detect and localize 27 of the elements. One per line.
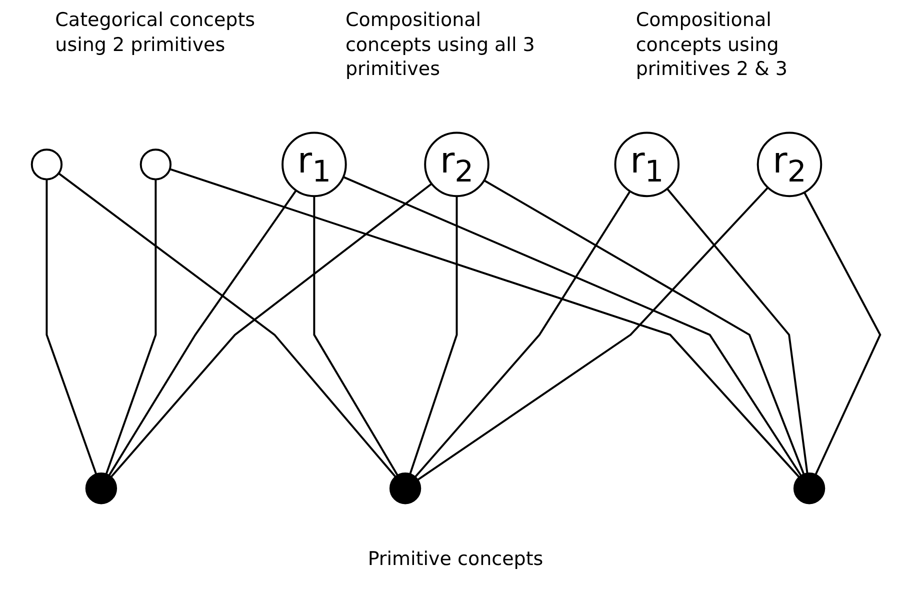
connector: [416, 186, 768, 481]
connector: [110, 182, 432, 478]
connector: [168, 168, 800, 478]
connector: [802, 192, 881, 476]
node-circle: r$_{1}$: [281, 132, 346, 198]
connector: [342, 176, 802, 476]
node-circle: r$_{2}$: [424, 132, 489, 198]
node-circle: r$_{1}$: [614, 132, 680, 198]
node-circle: [792, 472, 825, 504]
connector: [45, 179, 97, 475]
node-circle: [139, 148, 172, 180]
group-heading: Compositional concepts using all 3 primitives: [345, 8, 536, 82]
row-label: Primitive concepts: [368, 548, 544, 570]
node-circle: [388, 472, 421, 504]
connector: [104, 179, 156, 475]
node-circle: [84, 472, 117, 504]
connector: [666, 188, 808, 474]
connector: [483, 180, 804, 475]
connector: [312, 196, 398, 476]
connector: [414, 190, 630, 478]
group-heading: Categorical concepts using 2 primitives: [55, 8, 256, 58]
node-circle: r$_{2}$: [756, 132, 822, 198]
connector: [58, 172, 396, 478]
node-circle: [30, 148, 62, 180]
connector: [108, 190, 296, 476]
group-heading: Compositional concepts using primitives 2 & 3: [636, 8, 788, 82]
connector: [408, 196, 458, 475]
